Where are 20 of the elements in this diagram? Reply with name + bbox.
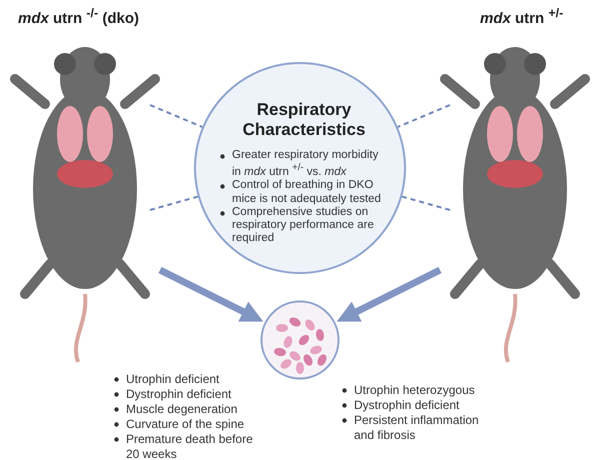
heading: mdx utrn $^{-/-}$ (dko) (18, 6, 139, 27)
bullet-text: Premature death before 20 weeks (112, 432, 262, 460)
bullet-text: Comprehensive studies on respiratory performance are required (218, 206, 390, 246)
bullet-text: Persistent inflammation and fibrosis (340, 413, 490, 443)
arrow (336, 266, 442, 322)
dashed-connector-line (150, 104, 203, 128)
bullet-text: Dystrophin deficient (112, 387, 262, 402)
arrow (158, 266, 264, 322)
dashed-connector-line (402, 196, 450, 211)
bullet-text: Dystrophin deficient (340, 398, 490, 413)
bullet-text: Greater respiratory morbidity in mdx utrn $^{+/-}$ vs. mdx (218, 149, 390, 180)
dashed-connector-line (397, 104, 450, 128)
bullet-text: Control of breathing in DKO mice is not adequately tested (218, 179, 390, 206)
bullet-text: Utrophin deficient (112, 372, 262, 387)
dashed-connector-line (150, 196, 198, 211)
bullet-text: Curvature of the spine (112, 417, 262, 432)
bullet-text: Utrophin heterozygous (340, 383, 490, 398)
heading: mdx utrn $^{+/-}$ (480, 6, 564, 27)
heading: Respiratory Characteristics (242, 100, 366, 140)
bullet-text: Muscle degeneration (112, 402, 262, 417)
